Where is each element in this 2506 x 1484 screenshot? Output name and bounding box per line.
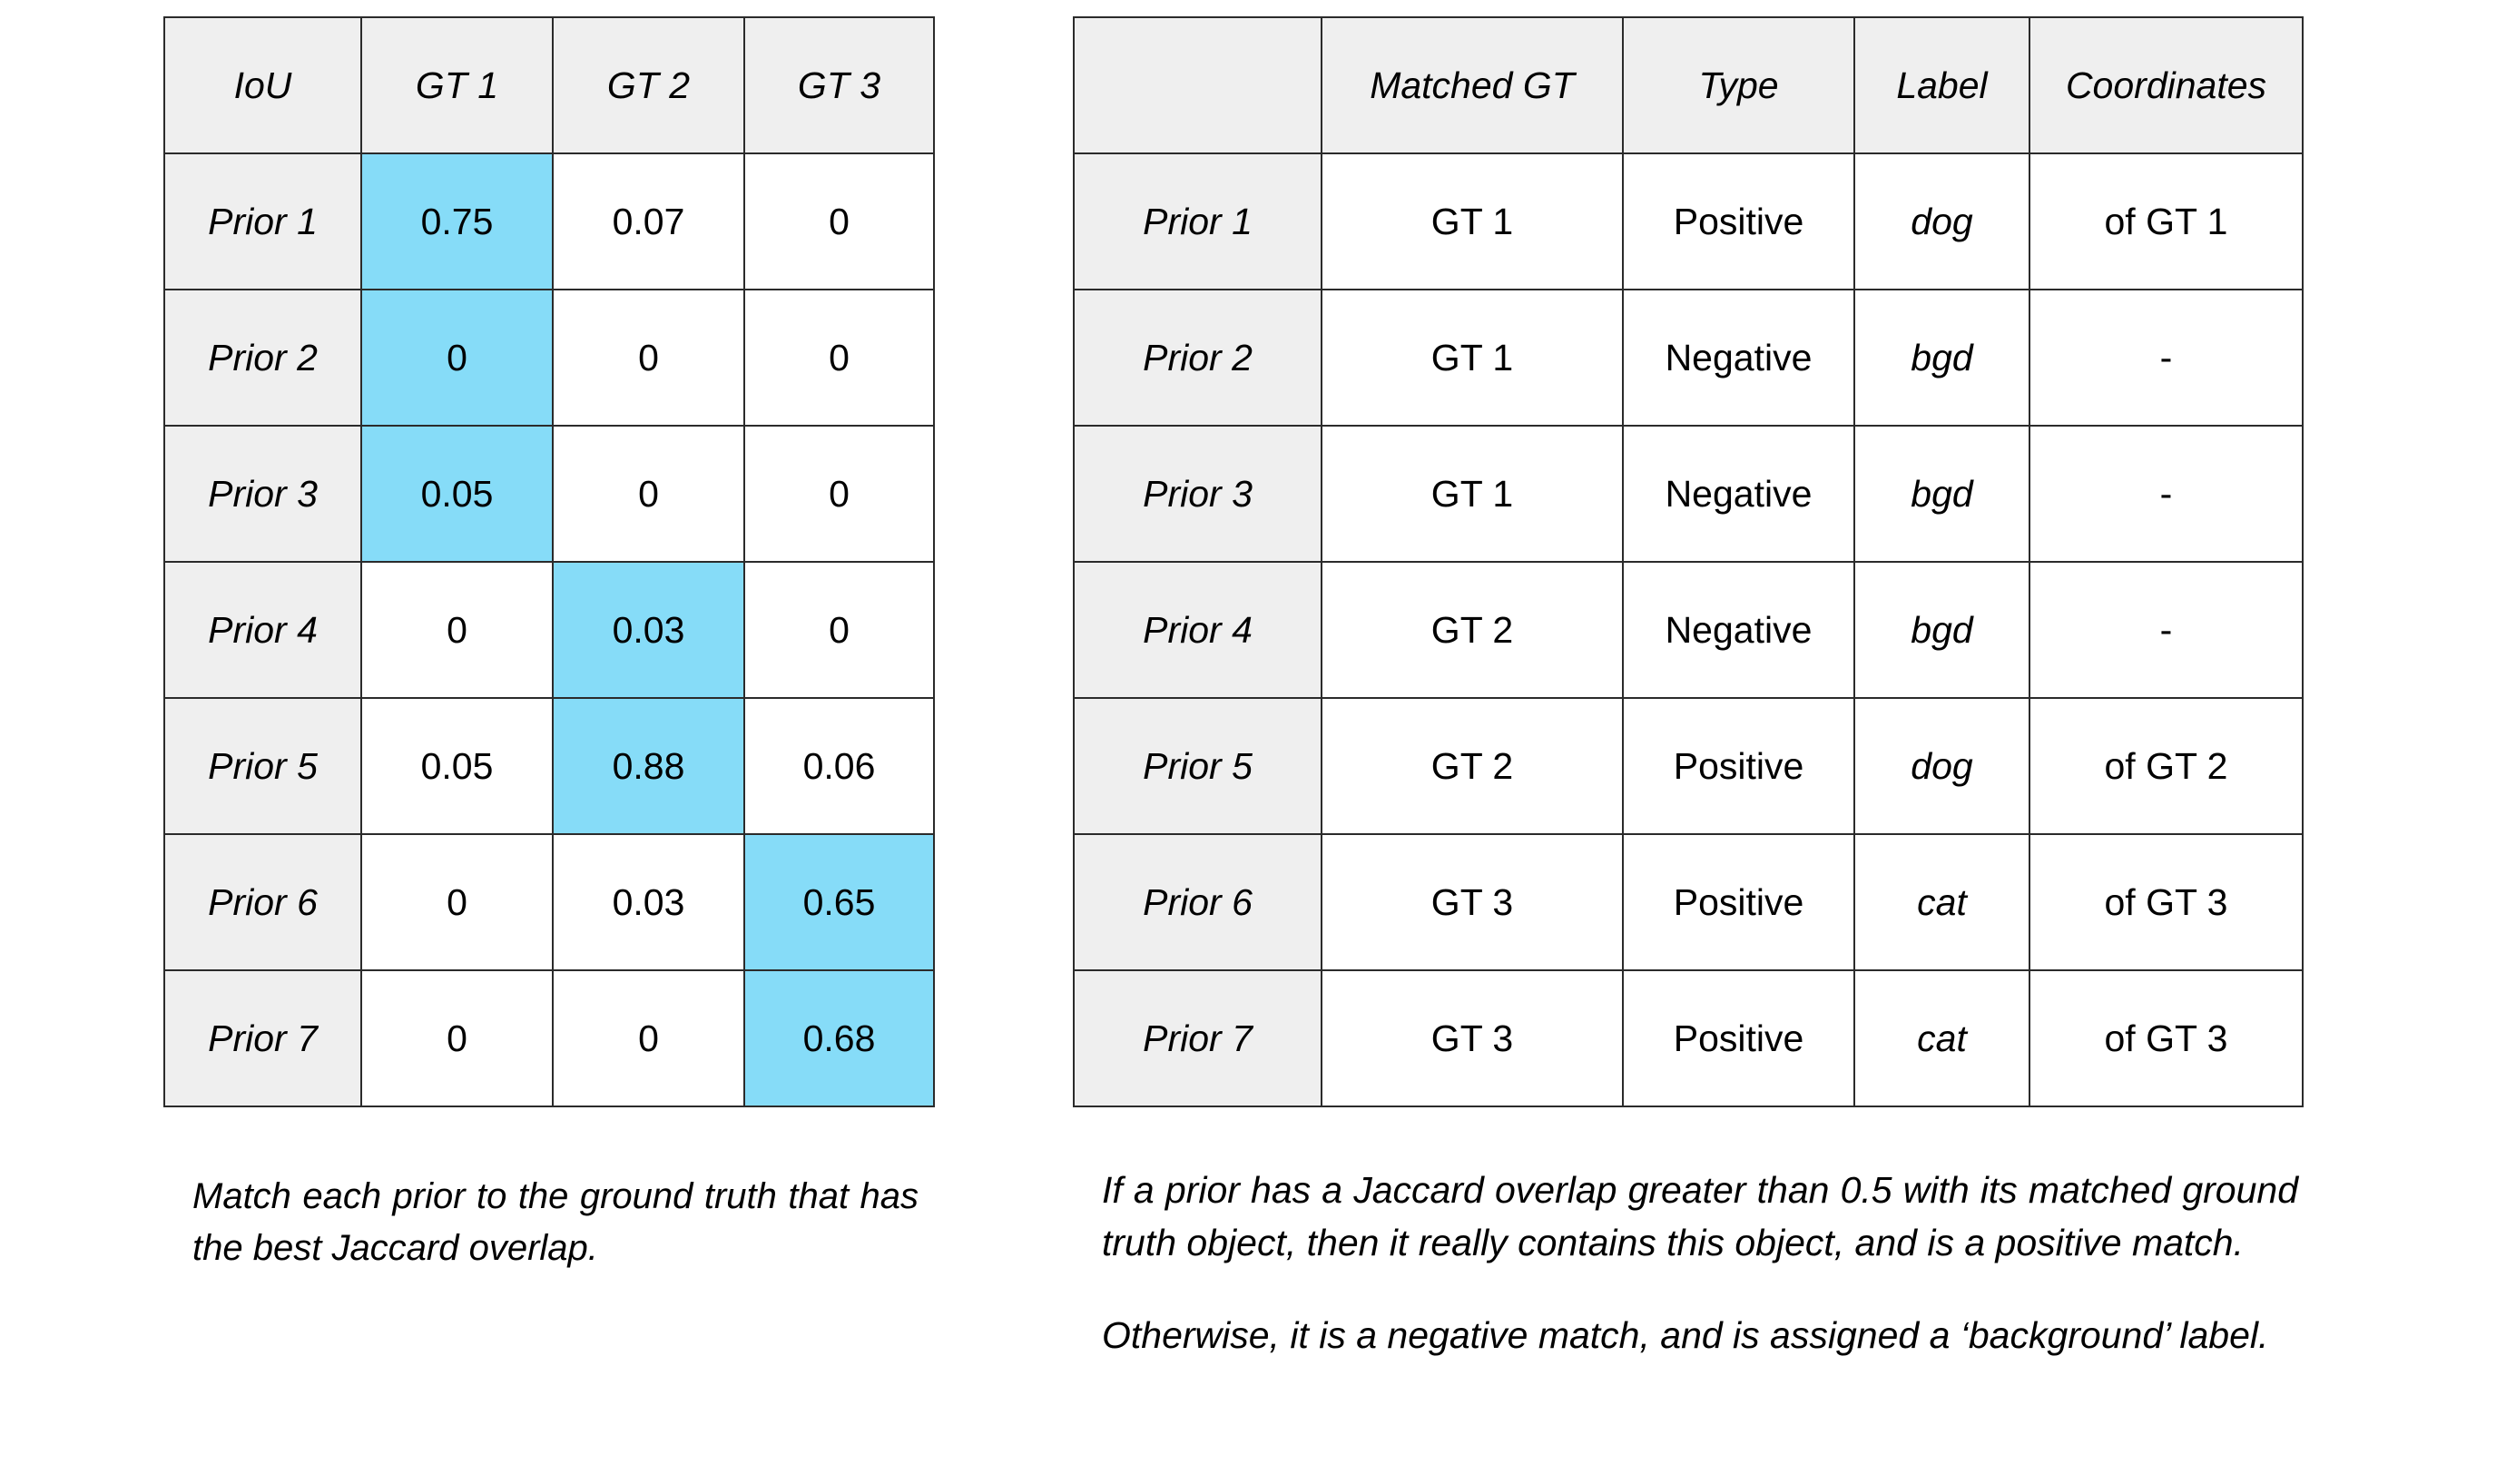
- iou-row-header: Prior 6: [163, 833, 362, 971]
- iou-column-header-gt-2: GT 2: [552, 16, 745, 154]
- iou-column-header-gt-1: GT 1: [360, 16, 554, 154]
- iou-cell-best-match: 0.03: [552, 561, 745, 699]
- iou-cell: 0.06: [743, 697, 935, 835]
- match-row-header: Prior 2: [1073, 289, 1322, 427]
- right-caption-paragraph-1: If a prior has a Jaccard overlap greater…: [1102, 1169, 2298, 1264]
- match-cell-label: bgd: [1853, 425, 2030, 563]
- match-cell-matched-gt: GT 1: [1321, 425, 1624, 563]
- iou-row-header: Prior 4: [163, 561, 362, 699]
- match-row-header: Prior 4: [1073, 561, 1322, 699]
- match-row-header: Prior 3: [1073, 425, 1322, 563]
- match-cell-matched-gt: GT 1: [1321, 289, 1624, 427]
- iou-cell: 0: [743, 425, 935, 563]
- iou-column-header-gt-3: GT 3: [743, 16, 935, 154]
- match-cell-matched-gt: GT 3: [1321, 969, 1624, 1107]
- match-cell-label: cat: [1853, 969, 2030, 1107]
- right-caption-block: If a prior has a Jaccard overlap greater…: [1102, 1164, 2298, 1362]
- match-row-header: Prior 5: [1073, 697, 1322, 835]
- match-cell-coordinates: -: [2029, 289, 2304, 427]
- match-cell-label: dog: [1853, 152, 2030, 290]
- iou-cell: 0: [360, 561, 554, 699]
- match-cell-matched-gt: GT 2: [1321, 697, 1624, 835]
- match-column-header-matched-gt: Matched GT: [1321, 16, 1624, 154]
- iou-row-header: Prior 1: [163, 152, 362, 290]
- iou-cell: 0: [552, 289, 745, 427]
- iou-cell: 0.05: [360, 697, 554, 835]
- iou-cell: 0: [552, 425, 745, 563]
- match-column-header-type: Type: [1622, 16, 1855, 154]
- iou-cell: 0: [552, 969, 745, 1107]
- iou-cell-best-match: 0.75: [360, 152, 554, 290]
- match-cell-matched-gt: GT 2: [1321, 561, 1624, 699]
- iou-cell: 0: [743, 561, 935, 699]
- iou-cell: 0: [743, 289, 935, 427]
- match-row-header: Prior 7: [1073, 969, 1322, 1107]
- match-cell-matched-gt: GT 3: [1321, 833, 1624, 971]
- match-cell-coordinates: of GT 3: [2029, 833, 2304, 971]
- right-caption-paragraph-2: Otherwise, it is a negative match, and i…: [1102, 1314, 2269, 1357]
- iou-corner-header: IoU: [163, 16, 362, 154]
- match-cell-coordinates: -: [2029, 561, 2304, 699]
- iou-row-header: Prior 3: [163, 425, 362, 563]
- match-cell-type: Positive: [1622, 697, 1855, 835]
- iou-cell: 0: [743, 152, 935, 290]
- iou-cell-best-match: 0.68: [743, 969, 935, 1107]
- match-cell-type: Positive: [1622, 152, 1855, 290]
- iou-cell-best-match: 0: [360, 289, 554, 427]
- match-column-header-coordinates: Coordinates: [2029, 16, 2304, 154]
- left-caption-text: Match each prior to the ground truth tha…: [192, 1176, 919, 1268]
- iou-row-header: Prior 5: [163, 697, 362, 835]
- match-cell-type: Negative: [1622, 561, 1855, 699]
- match-cell-type: Positive: [1622, 833, 1855, 971]
- match-cell-type: Positive: [1622, 969, 1855, 1107]
- iou-cell-best-match: 0.88: [552, 697, 745, 835]
- match-cell-label: bgd: [1853, 561, 2030, 699]
- match-cell-type: Negative: [1622, 425, 1855, 563]
- match-cell-coordinates: -: [2029, 425, 2304, 563]
- match-cell-label: cat: [1853, 833, 2030, 971]
- match-cell-coordinates: of GT 1: [2029, 152, 2304, 290]
- match-cell-matched-gt: GT 1: [1321, 152, 1624, 290]
- iou-cell: 0.07: [552, 152, 745, 290]
- iou-row-header: Prior 2: [163, 289, 362, 427]
- match-cell-label: dog: [1853, 697, 2030, 835]
- iou-cell: 0.03: [552, 833, 745, 971]
- match-row-header: Prior 1: [1073, 152, 1322, 290]
- match-cell-coordinates: of GT 3: [2029, 969, 2304, 1107]
- match-row-header: Prior 6: [1073, 833, 1322, 971]
- iou-cell: 0: [360, 969, 554, 1107]
- match-corner-header: [1073, 16, 1322, 154]
- match-cell-label: bgd: [1853, 289, 2030, 427]
- match-column-header-label: Label: [1853, 16, 2030, 154]
- iou-row-header: Prior 7: [163, 969, 362, 1107]
- iou-cell-best-match: 0.05: [360, 425, 554, 563]
- iou-cell-best-match: 0.65: [743, 833, 935, 971]
- iou-cell: 0: [360, 833, 554, 971]
- match-cell-coordinates: of GT 2: [2029, 697, 2304, 835]
- match-cell-type: Negative: [1622, 289, 1855, 427]
